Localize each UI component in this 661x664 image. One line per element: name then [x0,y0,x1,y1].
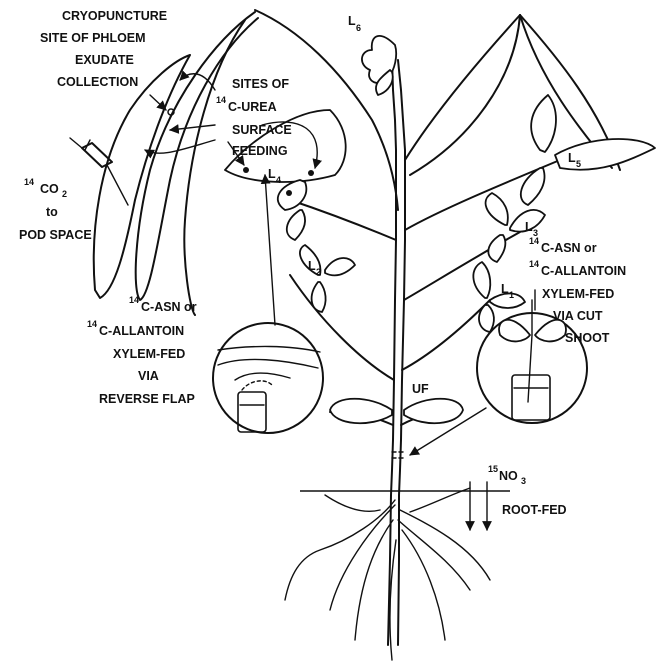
svg-text:VIA: VIA [138,369,159,383]
leaf-uf [330,399,463,423]
svg-text:L: L [308,259,316,273]
leaf-label-l6: L 6 [348,14,361,33]
svg-text:SITES OF: SITES OF [232,77,289,91]
svg-text:L: L [268,167,276,181]
svg-text:L: L [348,14,356,28]
svg-text:REVERSE FLAP: REVERSE FLAP [99,392,195,406]
reverse-flap-inset [213,323,323,433]
svg-text:4: 4 [276,175,281,185]
uf-label: UF [412,382,429,396]
svg-text:14: 14 [129,295,139,305]
reverse-flap-label: 14 C-ASN or 14 C-ALLANTOIN XYLEM-FED VIA… [87,295,197,406]
cryopuncture-label: CRYOPUNCTURE SITE OF PHLOEM EXUDATE COLL… [40,9,167,89]
svg-text:2: 2 [316,267,321,277]
svg-text:C-ASN or: C-ASN or [541,241,597,255]
svg-text:XYLEM-FED: XYLEM-FED [542,287,614,301]
svg-text:3: 3 [533,228,538,238]
svg-text:1: 1 [509,290,514,300]
svg-text:5: 5 [576,159,581,169]
urea-feeding-label: SITES OF 14 C-UREA SURFACE FEEDING [216,77,292,158]
svg-text:CO: CO [40,182,59,196]
svg-text:SURFACE: SURFACE [232,123,292,137]
leaf-l5 [521,95,655,205]
main-stem [388,60,405,645]
co2-label: 14 CO 2 to POD SPACE [19,177,92,242]
svg-text:NO: NO [499,469,518,483]
svg-text:L: L [501,282,509,296]
svg-text:SITE OF PHLOEM: SITE OF PHLOEM [40,31,146,45]
svg-text:14: 14 [24,177,34,187]
svg-text:L: L [568,151,576,165]
svg-text:14: 14 [529,259,539,269]
svg-text:POD SPACE: POD SPACE [19,228,92,242]
svg-text:EXUDATE: EXUDATE [75,53,134,67]
leaf-l1 [473,262,525,332]
svg-text:C-UREA: C-UREA [228,100,277,114]
svg-text:to: to [46,205,58,219]
leaf-l6 [362,36,396,95]
svg-text:SHOOT: SHOOT [565,331,610,345]
svg-text:14: 14 [216,95,226,105]
svg-text:ROOT-FED: ROOT-FED [502,503,567,517]
svg-text:C-ALLANTOIN: C-ALLANTOIN [99,324,184,338]
leaf-l2 [300,245,355,312]
svg-text:6: 6 [356,23,361,33]
svg-text:C-ALLANTOIN: C-ALLANTOIN [541,264,626,278]
svg-text:14: 14 [87,319,97,329]
svg-text:C-ASN or: C-ASN or [141,300,197,314]
stem-cut-mark [392,452,404,458]
svg-text:FEEDING: FEEDING [232,144,288,158]
svg-text:VIA CUT: VIA CUT [553,309,603,323]
svg-text:CRYOPUNCTURE: CRYOPUNCTURE [62,9,167,23]
svg-text:3: 3 [521,476,526,486]
svg-text:COLLECTION: COLLECTION [57,75,138,89]
svg-text:2: 2 [62,189,67,199]
svg-text:15: 15 [488,464,498,474]
svg-text:L: L [525,220,533,234]
svg-text:XYLEM-FED: XYLEM-FED [113,347,185,361]
